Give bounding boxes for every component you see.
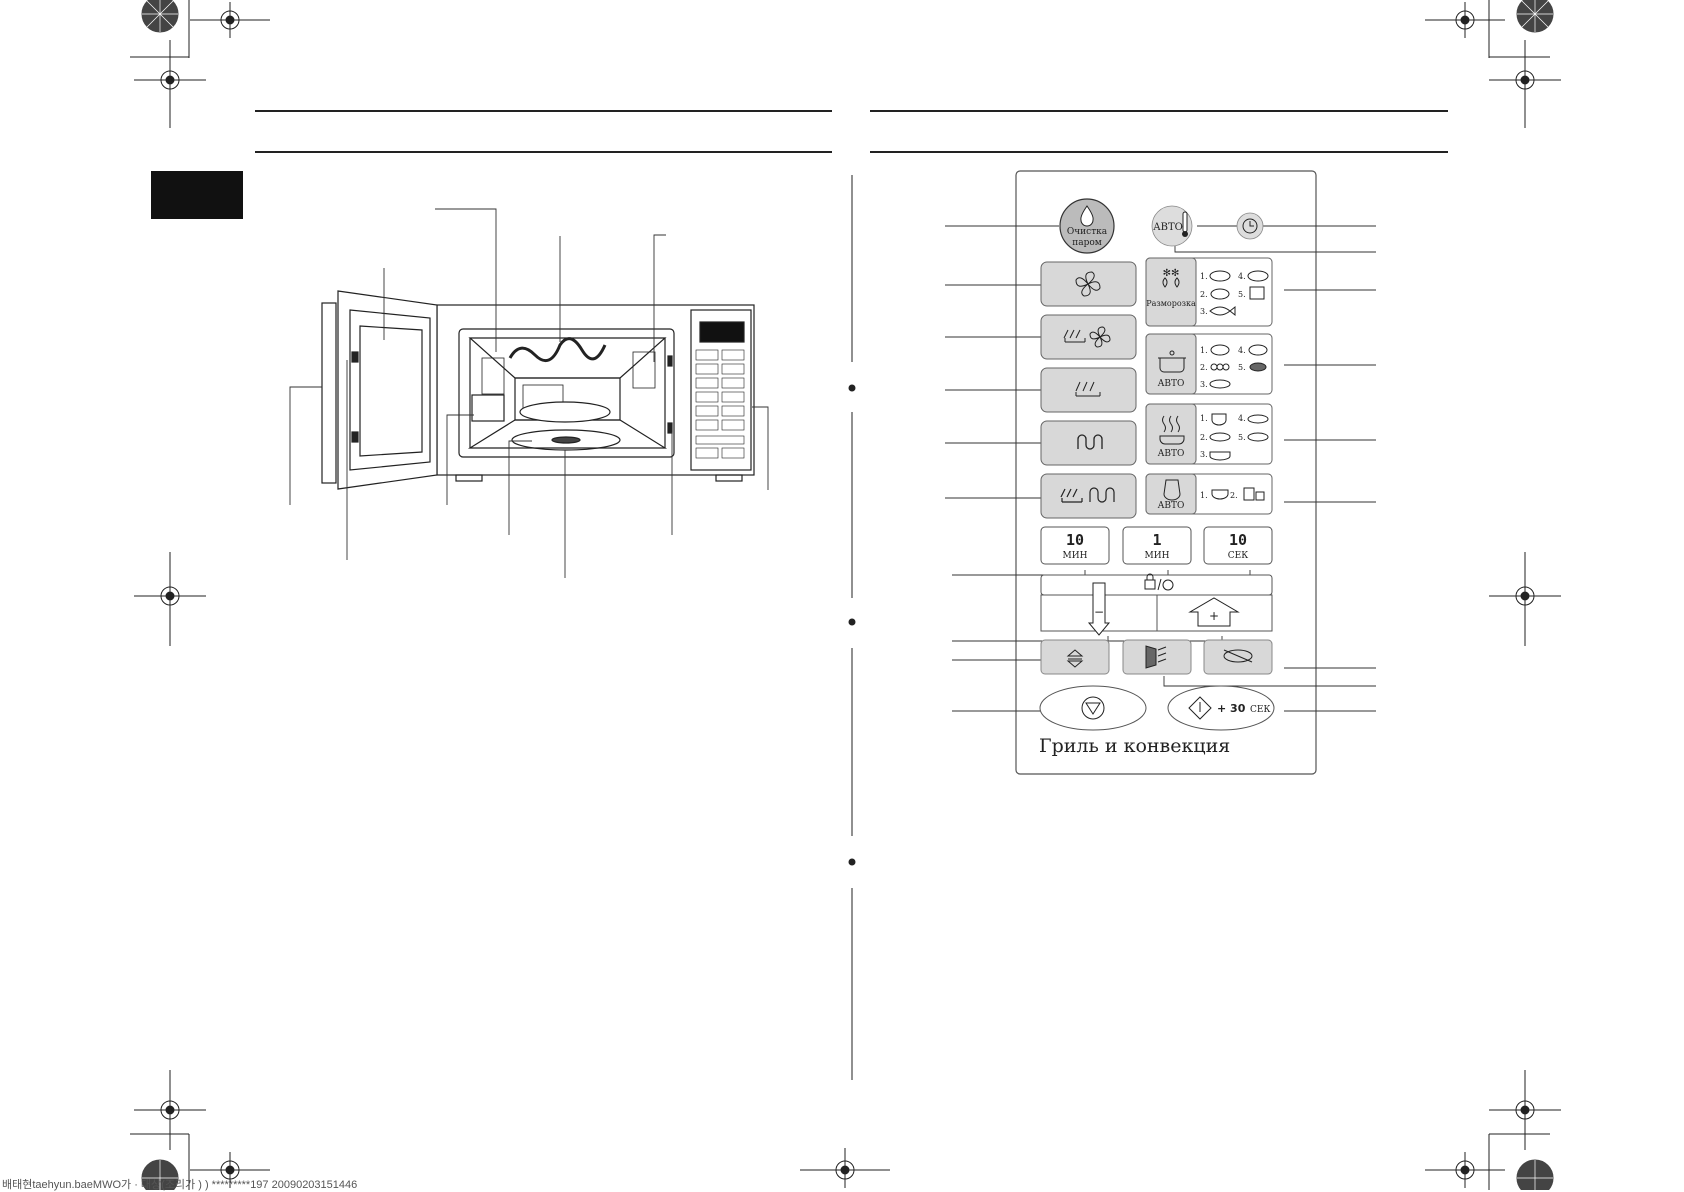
auto-reheat-button[interactable] <box>1145 403 1273 465</box>
crusty-cook-button[interactable] <box>1122 639 1192 675</box>
drink-food-icons <box>1211 487 1265 501</box>
svg-text:2.: 2. <box>1200 290 1208 299</box>
svg-text:3.: 3. <box>1200 380 1208 389</box>
defrost-food-icons <box>1209 270 1269 317</box>
svg-text:✻✻: ✻✻ <box>1163 268 1180 279</box>
defrost-items: 1. 2. 3. 4. 5. <box>1200 272 1246 316</box>
svg-text:5.: 5. <box>1238 433 1246 442</box>
time-1min-value: 1 <box>1152 531 1161 549</box>
plus-symbol: + <box>1209 609 1219 623</box>
auto-drink-items: 1. 2. <box>1200 491 1238 500</box>
crusty-plate-icon <box>1145 645 1167 669</box>
svg-text:1.: 1. <box>1200 491 1208 500</box>
steam-clean-button[interactable] <box>1059 198 1115 254</box>
svg-text:5.: 5. <box>1238 290 1246 299</box>
start-30-label: + 30 <box>1217 702 1246 715</box>
minus-symbol: − <box>1094 605 1104 619</box>
auto-drink-button[interactable] <box>1145 473 1273 515</box>
grill-position-button[interactable] <box>1040 639 1110 675</box>
defrost-button[interactable] <box>1145 257 1273 327</box>
start-icon <box>1188 696 1212 720</box>
model-name: Гриль и конвекция <box>1039 735 1231 757</box>
grill-fan-icon <box>1063 326 1111 348</box>
auto-reheat-food-icons <box>1209 413 1269 461</box>
grill-microwave-icon <box>1060 487 1115 503</box>
svg-text:4.: 4. <box>1238 414 1246 423</box>
time-10sec-value: 10 <box>1229 531 1247 549</box>
auto-cook-button[interactable] <box>1145 333 1273 395</box>
defrost-label: Разморозка <box>1146 299 1196 308</box>
auto-temp-label: АВТО <box>1153 222 1183 233</box>
section-tab <box>151 171 243 219</box>
lock-eco-icon <box>1144 573 1174 591</box>
up-down-icon <box>1066 649 1084 668</box>
grill-button[interactable] <box>1040 367 1137 413</box>
steam-clean-label-2: паром <box>1072 238 1102 248</box>
svg-text:3.: 3. <box>1200 450 1208 459</box>
svg-text:2.: 2. <box>1200 363 1208 372</box>
time-10sec-button[interactable] <box>1203 526 1273 565</box>
pot-icon <box>1158 350 1186 373</box>
time-10min-value: 10 <box>1066 531 1084 549</box>
registration-marks <box>134 2 1561 1188</box>
svg-text:2.: 2. <box>1200 433 1208 442</box>
microwave-button[interactable] <box>1040 420 1137 466</box>
svg-text:2.: 2. <box>1230 491 1238 500</box>
stop-icon <box>1081 696 1105 720</box>
auto-drink-label: АВТО <box>1158 501 1185 511</box>
clock-icon <box>1242 218 1258 234</box>
time-10min-unit: МИН <box>1063 551 1088 561</box>
turntable-off-icon <box>1223 649 1253 663</box>
defrost-icon: ✻✻ <box>1162 268 1180 288</box>
stop-button[interactable] <box>1039 685 1147 731</box>
svg-text:4.: 4. <box>1238 272 1246 281</box>
fan-icon <box>1075 271 1101 297</box>
column-divider <box>848 175 856 1080</box>
auto-temp-button[interactable] <box>1151 205 1193 247</box>
start-30sec-button[interactable] <box>1167 685 1275 731</box>
print-footer: 배태현taehyun.baeMWO가 · 대상(조리가 ) ) ********… <box>2 1179 358 1191</box>
grill-icon <box>1075 381 1101 397</box>
crop-marks <box>130 0 1550 1190</box>
header-rules <box>255 110 1448 153</box>
auto-cook-label: АВТО <box>1158 379 1185 389</box>
microwave-illustration <box>321 290 755 490</box>
start-30-unit: СЕК <box>1250 705 1270 715</box>
svg-text:5.: 5. <box>1238 363 1246 372</box>
auto-reheat-items: 1. 2. 3. 4. 5. <box>1200 414 1246 459</box>
auto-cook-food-icons <box>1209 344 1268 389</box>
auto-reheat-label: АВТО <box>1158 449 1185 459</box>
svg-text:1.: 1. <box>1200 414 1208 423</box>
grill-convection-button[interactable] <box>1040 314 1137 360</box>
time-10min-button[interactable] <box>1040 526 1110 565</box>
time-10sec-unit: СЕК <box>1228 551 1248 561</box>
time-1min-unit: МИН <box>1145 551 1170 561</box>
illustration-leader-lines <box>289 208 769 578</box>
time-1min-button[interactable] <box>1122 526 1192 565</box>
svg-text:1.: 1. <box>1200 272 1208 281</box>
pitcher-icon <box>1163 479 1181 501</box>
svg-text:4.: 4. <box>1238 346 1246 355</box>
combi-button[interactable] <box>1040 473 1137 519</box>
svg-text:3.: 3. <box>1200 307 1208 316</box>
arrow-down-icon <box>1087 582 1111 636</box>
microwave-icon <box>1077 434 1103 450</box>
lock-eco-bar[interactable] <box>1040 574 1273 596</box>
reheat-icon <box>1159 415 1185 445</box>
auto-cook-items: 1. 2. 3. 4. 5. <box>1200 346 1246 389</box>
arrow-up-icon <box>1188 597 1240 627</box>
turntable-button[interactable] <box>1203 639 1273 675</box>
svg-text:1.: 1. <box>1200 346 1208 355</box>
star-target-icon <box>141 0 1554 1190</box>
steam-clean-label: Очистка <box>1067 227 1108 237</box>
